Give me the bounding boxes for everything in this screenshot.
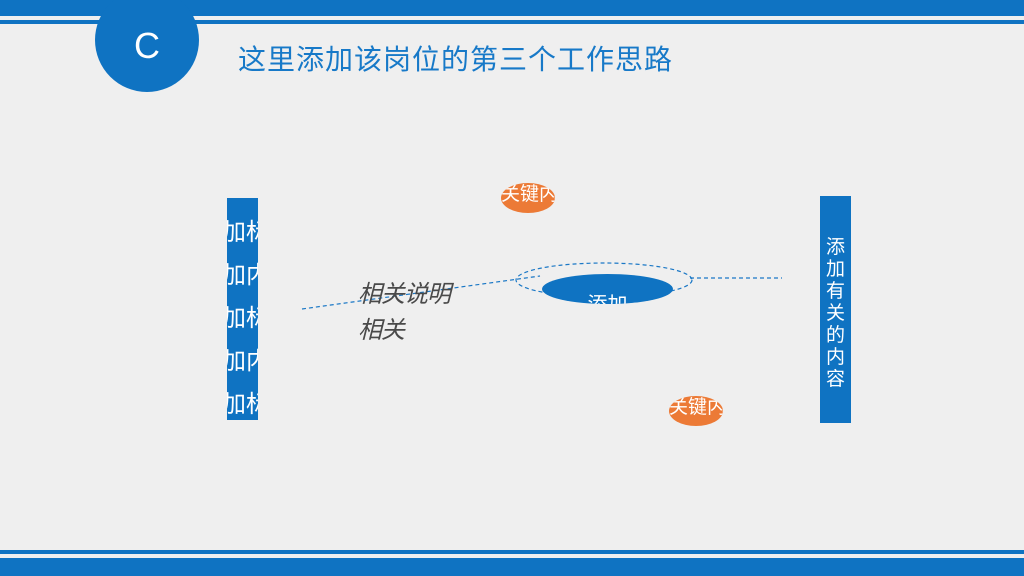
page-title: 这里添加该岗位的第三个工作思路 (238, 43, 674, 76)
left-line-4: 加内 (227, 347, 258, 375)
bottom-bar-thin (0, 550, 1024, 554)
left-line-1: 加标 (227, 218, 258, 246)
key-bubble-bottom: 关键内容 (669, 396, 723, 426)
section-badge: C (95, 0, 199, 92)
right-text-column: 添加有关的内容 (820, 196, 851, 423)
left-line-3: 加标 (227, 304, 258, 332)
top-bar-thick (0, 0, 1024, 16)
left-connector-line (301, 275, 541, 310)
key-bubble-bottom-text: 关键内容 (669, 396, 723, 418)
section-badge-letter: C (134, 25, 160, 66)
bottom-bar-thick (0, 558, 1024, 576)
center-pill: 添加 (542, 274, 673, 304)
key-bubble-top: 关键内容 (501, 183, 555, 213)
right-column-text: 添加有关的内容 (825, 236, 845, 390)
description-line-1: 相关说明 (358, 280, 451, 308)
left-line-2: 加内 (227, 261, 258, 289)
left-line-5: 加标 (227, 390, 258, 418)
left-text-column: 加标 加内 加标 加内 加标 (227, 198, 258, 420)
description-line-2: 相关 (358, 316, 405, 344)
center-pill-text: 添加 (587, 292, 628, 304)
description-text: 相关说明 相关 (358, 276, 451, 348)
key-bubble-top-text: 关键内容 (501, 183, 555, 205)
top-bar-thin (0, 20, 1024, 24)
